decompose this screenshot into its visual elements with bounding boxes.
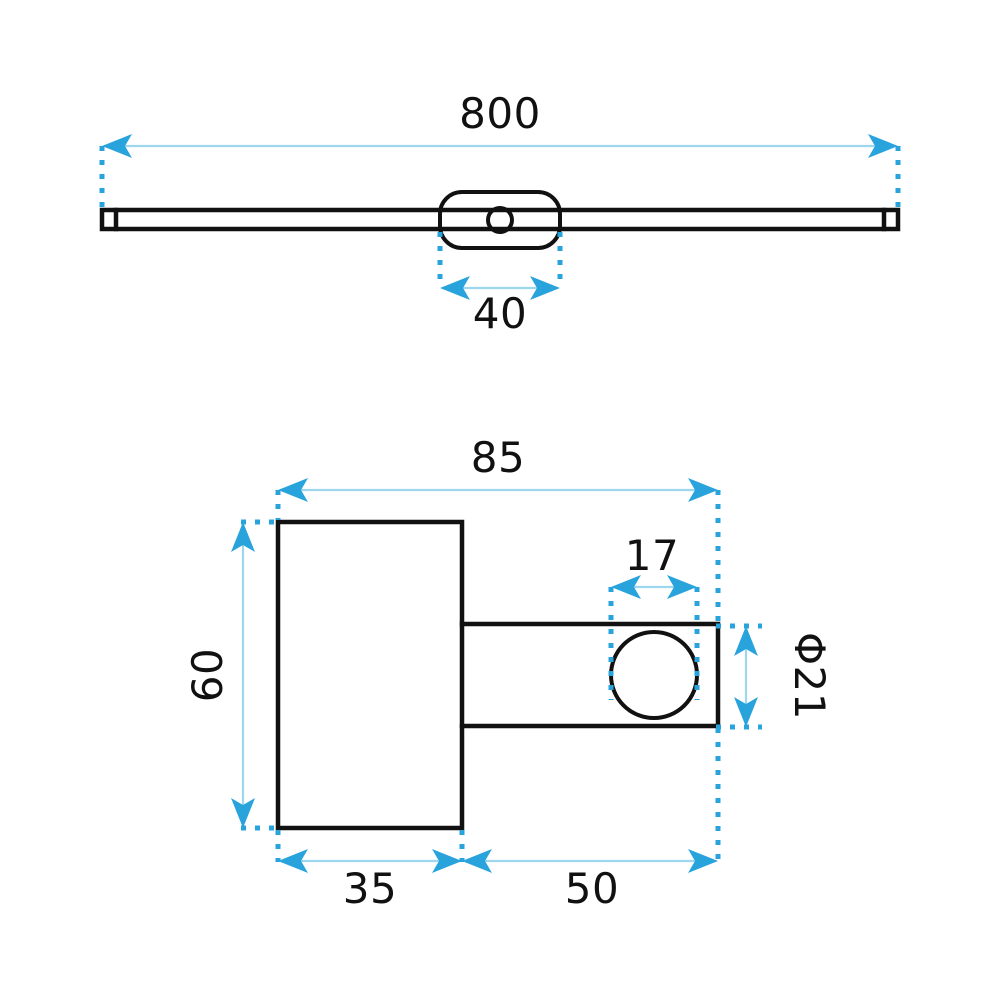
dimension-overall-depth: 85: [275, 433, 721, 622]
dimension-overall-length: 800: [99, 89, 901, 208]
dimension-bracket-width: 40: [437, 232, 563, 338]
arm-rect: [459, 621, 721, 729]
dimension-label-overall-depth: 85: [471, 433, 525, 482]
dimension-plate-width: 35: [275, 830, 465, 913]
dimension-label-mount-height: 60: [183, 648, 232, 702]
light-bar-body: [99, 207, 901, 232]
side-view-group: 85 60 17: [183, 433, 834, 913]
dimension-label-overall-length: 800: [459, 89, 541, 138]
hole-circle: [609, 630, 699, 720]
dimension-label-hole-diameter: Φ21: [785, 632, 834, 720]
dimension-label-hole-offset: 17: [625, 531, 679, 580]
dimension-label-plate-width: 35: [343, 864, 397, 913]
dimension-label-bracket-width: 40: [473, 289, 527, 338]
front-view-group: 800 40: [99, 89, 901, 338]
dimension-mount-height: 60: [183, 519, 276, 831]
dimension-arm-length: 50: [459, 728, 721, 913]
dimension-hole-diameter: Φ21: [716, 623, 834, 730]
wall-plate-rect: [275, 519, 465, 831]
dimension-hole-offset: 17: [608, 531, 700, 700]
center-mount-bracket: [438, 190, 562, 250]
dimension-label-arm-length: 50: [565, 864, 619, 913]
